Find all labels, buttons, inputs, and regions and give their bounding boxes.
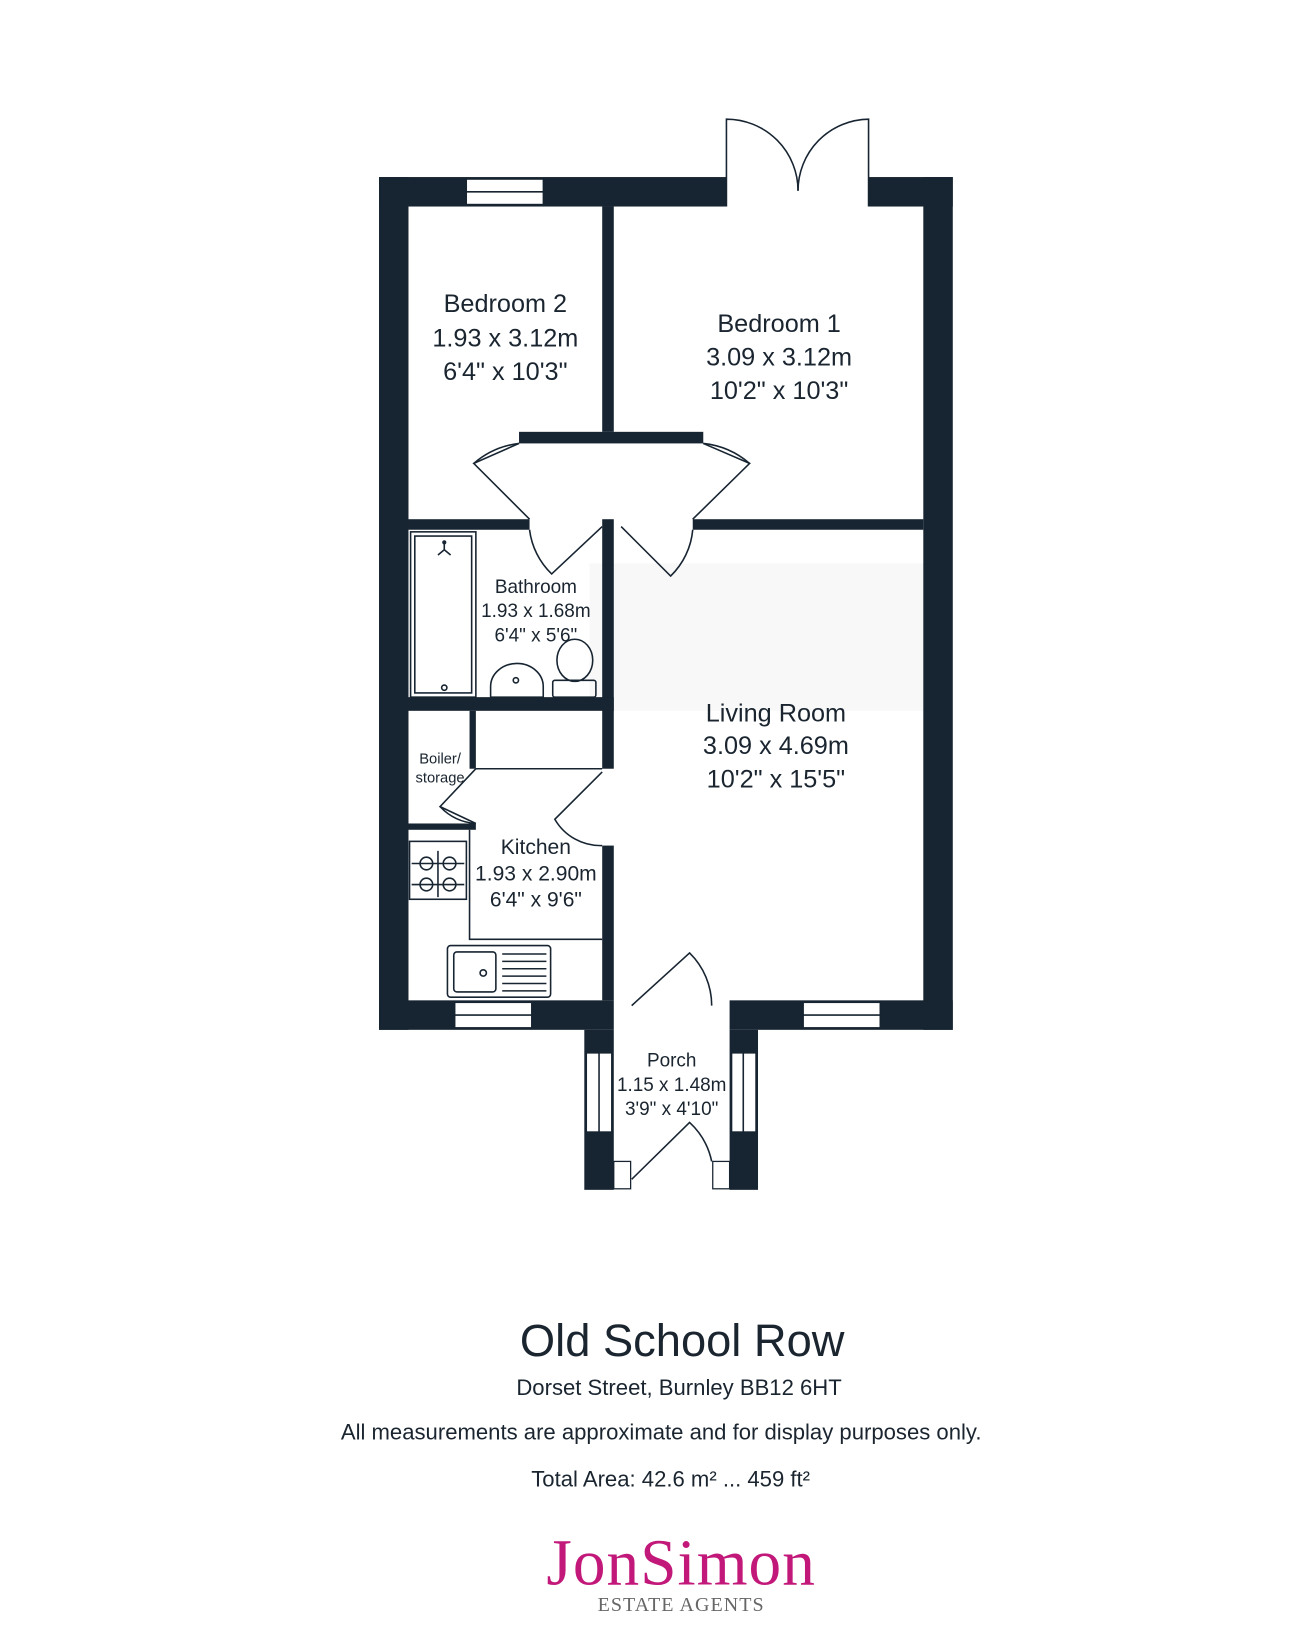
room-metric: 1.93 x 1.68m: [481, 601, 590, 622]
room-name: Bedroom 2: [444, 290, 568, 318]
property-address: Dorset Street, Burnley BB12 6HT: [516, 1375, 841, 1400]
room-name: Living Room: [706, 699, 846, 727]
logo-tagline: ESTATE AGENTS: [598, 1594, 765, 1616]
property-title: Old School Row: [520, 1315, 845, 1366]
disclaimer: All measurements are approximate and for…: [341, 1419, 982, 1444]
logo-name: JonSimon: [546, 1528, 816, 1600]
room-imperial: 10'2" x 15'5": [707, 766, 845, 794]
room-metric: 1.15 x 1.48m: [617, 1075, 726, 1096]
room-imperial: 6'4" x 10'3": [443, 358, 567, 386]
room-porch: Porch 1.15 x 1.48m 3'9" x 4'10": [617, 1051, 726, 1120]
fixtures: [408, 531, 603, 998]
windows: [454, 178, 881, 1190]
room-bathroom: Bathroom 1.93 x 1.68m 6'4" x 5'6": [481, 577, 590, 646]
room-metric: 1.93 x 3.12m: [432, 325, 578, 353]
room-name: Bathroom: [495, 577, 577, 598]
room-name: Boiler/: [419, 751, 462, 767]
room-imperial: 6'4" x 5'6": [494, 625, 577, 646]
watermark: [589, 563, 927, 711]
jonsimon-logo: JonSimon ESTATE AGENTS: [546, 1528, 816, 1616]
room-bedroom-1: Bedroom 1 3.09 x 3.12m 10'2" x 10'3": [706, 310, 852, 405]
room-name-2: storage: [416, 770, 465, 786]
room-bedroom-2: Bedroom 2 1.93 x 3.12m 6'4" x 10'3": [432, 290, 578, 386]
room-name: Kitchen: [501, 836, 571, 859]
room-kitchen: Kitchen 1.93 x 2.90m 6'4" x 9'6": [475, 836, 597, 912]
room-imperial: 6'4" x 9'6": [490, 889, 582, 912]
room-living: Living Room 3.09 x 4.69m 10'2" x 15'5": [703, 699, 849, 793]
room-name: Bedroom 1: [717, 310, 841, 338]
room-boiler: Boiler/ storage: [416, 751, 465, 786]
room-imperial: 3'9" x 4'10": [625, 1099, 718, 1120]
room-metric: 3.09 x 4.69m: [703, 732, 849, 760]
room-metric: 1.93 x 2.90m: [475, 862, 597, 885]
room-imperial: 10'2" x 10'3": [710, 377, 848, 405]
room-name: Porch: [647, 1051, 696, 1072]
total-area: Total Area: 42.6 m² ... 459 ft²: [531, 1467, 810, 1492]
room-metric: 3.09 x 3.12m: [706, 344, 852, 372]
doors: [438, 118, 870, 1180]
